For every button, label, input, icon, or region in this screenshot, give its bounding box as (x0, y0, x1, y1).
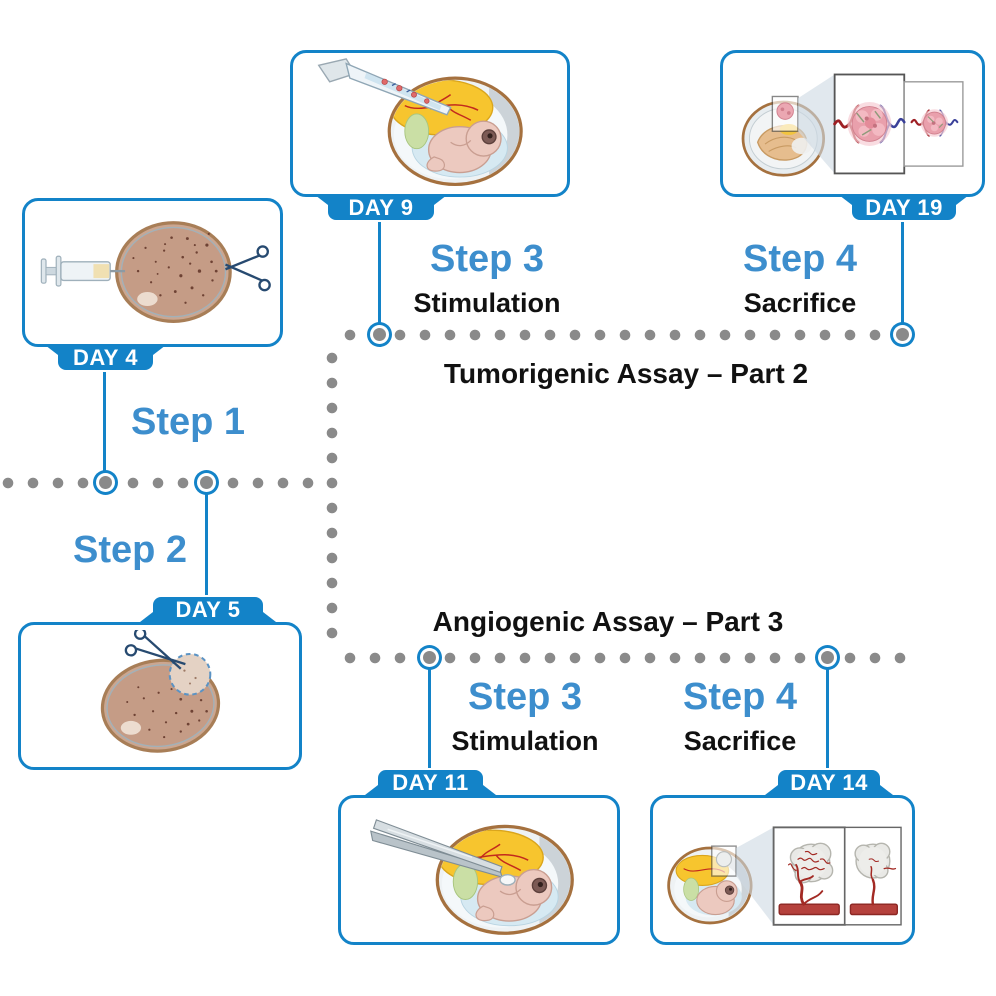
tumorigenic-step3-sublabel: Stimulation (413, 287, 561, 318)
timeline-node-day11 (423, 651, 436, 664)
timeline-branch-line (326, 352, 338, 648)
tumorigenic-step3-label: Step 3 (429, 238, 545, 280)
connector-day14 (826, 668, 829, 770)
pipette-cells-on-cam-illustration (317, 58, 523, 187)
onplant-blob-left (789, 842, 834, 884)
card-day11 (338, 795, 620, 945)
connector-day19 (901, 221, 904, 329)
vessel-bar-right (849, 903, 898, 916)
vessel-bar-left (778, 903, 840, 916)
connector-day4 (103, 372, 106, 477)
zoom-frame (711, 845, 737, 877)
egg-speckles (126, 686, 208, 739)
tumorigenic-step3-block: Step 3 Stimulation (377, 238, 597, 319)
tumor-shape-small (920, 109, 949, 137)
angiogenic-step4-label: Step 4 (682, 676, 798, 718)
card-day14 (650, 795, 915, 945)
tweezers-icon (370, 819, 516, 886)
step2-label: Step 2 (72, 529, 188, 571)
step1-label: Step 1 (130, 401, 246, 443)
membrane-fold (404, 113, 430, 150)
vessels-left (787, 850, 831, 906)
tweezers-onplant-on-cam-illustration (370, 819, 574, 935)
day19-badge: DAY 19 (839, 195, 969, 222)
egg-highlight (137, 292, 158, 306)
tumor-vessel-panels-illustration (741, 73, 964, 177)
day9-badge: DAY 9 (315, 195, 447, 222)
step1-block: Step 1 (98, 401, 278, 443)
zoom-frame (771, 95, 799, 132)
connector-day5 (205, 490, 208, 597)
onplant-blob-right (854, 842, 891, 879)
day5-badge: DAY 5 (140, 595, 276, 622)
connector-day11 (428, 668, 431, 770)
angiogenic-step4-block: Step 4 Sacrifice (630, 676, 850, 757)
card-day5 (18, 622, 302, 770)
day4-badge: DAY 4 (45, 345, 166, 372)
zoom-projection (797, 74, 835, 174)
shell-window (168, 652, 212, 696)
timeline-part1-line (2, 477, 324, 489)
tumorigenic-step4-label: Step 4 (742, 238, 858, 280)
egg-speckles (132, 232, 218, 304)
angiogenic-step3-sublabel: Stimulation (451, 725, 599, 756)
step2-block: Step 2 (40, 529, 220, 571)
pipette-icon (317, 58, 452, 116)
timeline-node-day14 (821, 651, 834, 664)
angiogenic-step3-block: Step 3 Stimulation (415, 676, 635, 757)
egg-cross-section (435, 824, 574, 935)
tumor-shape-large (847, 101, 892, 146)
timeline-node-day19 (896, 328, 909, 341)
egg-highlight (120, 720, 142, 735)
timeline-tumorigenic-line (344, 329, 884, 341)
connector-day9 (378, 221, 381, 329)
onplant-disc (499, 873, 516, 886)
tumorigenic-step4-sublabel: Sacrifice (743, 287, 857, 318)
timeline-node-day5 (200, 476, 213, 489)
egg-windowing-illustration (100, 630, 221, 753)
angiogenic-assay-title: Angiogenic Assay – Part 3 (432, 606, 784, 637)
timeline-angiogenic-line (344, 652, 909, 664)
card-day9 (290, 50, 570, 197)
angiogenic-step3-label: Step 3 (467, 676, 583, 718)
timeline-node-day4 (99, 476, 112, 489)
tumorigenic-assay-title: Tumorigenic Assay – Part 2 (443, 358, 809, 389)
timeline-node-day9 (373, 328, 386, 341)
egg-injection-illustration (40, 221, 271, 323)
day11-badge: DAY 11 (365, 768, 496, 795)
angiogenic-step4-sublabel: Sacrifice (683, 725, 797, 756)
scissors-icon (225, 245, 271, 292)
scissors-icon (124, 630, 186, 670)
embryo-shape (426, 120, 502, 174)
cell-suspension (381, 78, 430, 104)
card-day4 (22, 198, 283, 347)
onplant-vessel-panels-illustration (667, 826, 902, 926)
day14-badge: DAY 14 (765, 768, 893, 795)
syringe-icon (40, 255, 126, 287)
embryo-shape (475, 868, 553, 922)
card-day19 (720, 50, 985, 197)
zoom-projection (736, 827, 774, 925)
vessels-right (868, 858, 897, 906)
tumorigenic-step4-block: Step 4 Sacrifice (690, 238, 910, 319)
